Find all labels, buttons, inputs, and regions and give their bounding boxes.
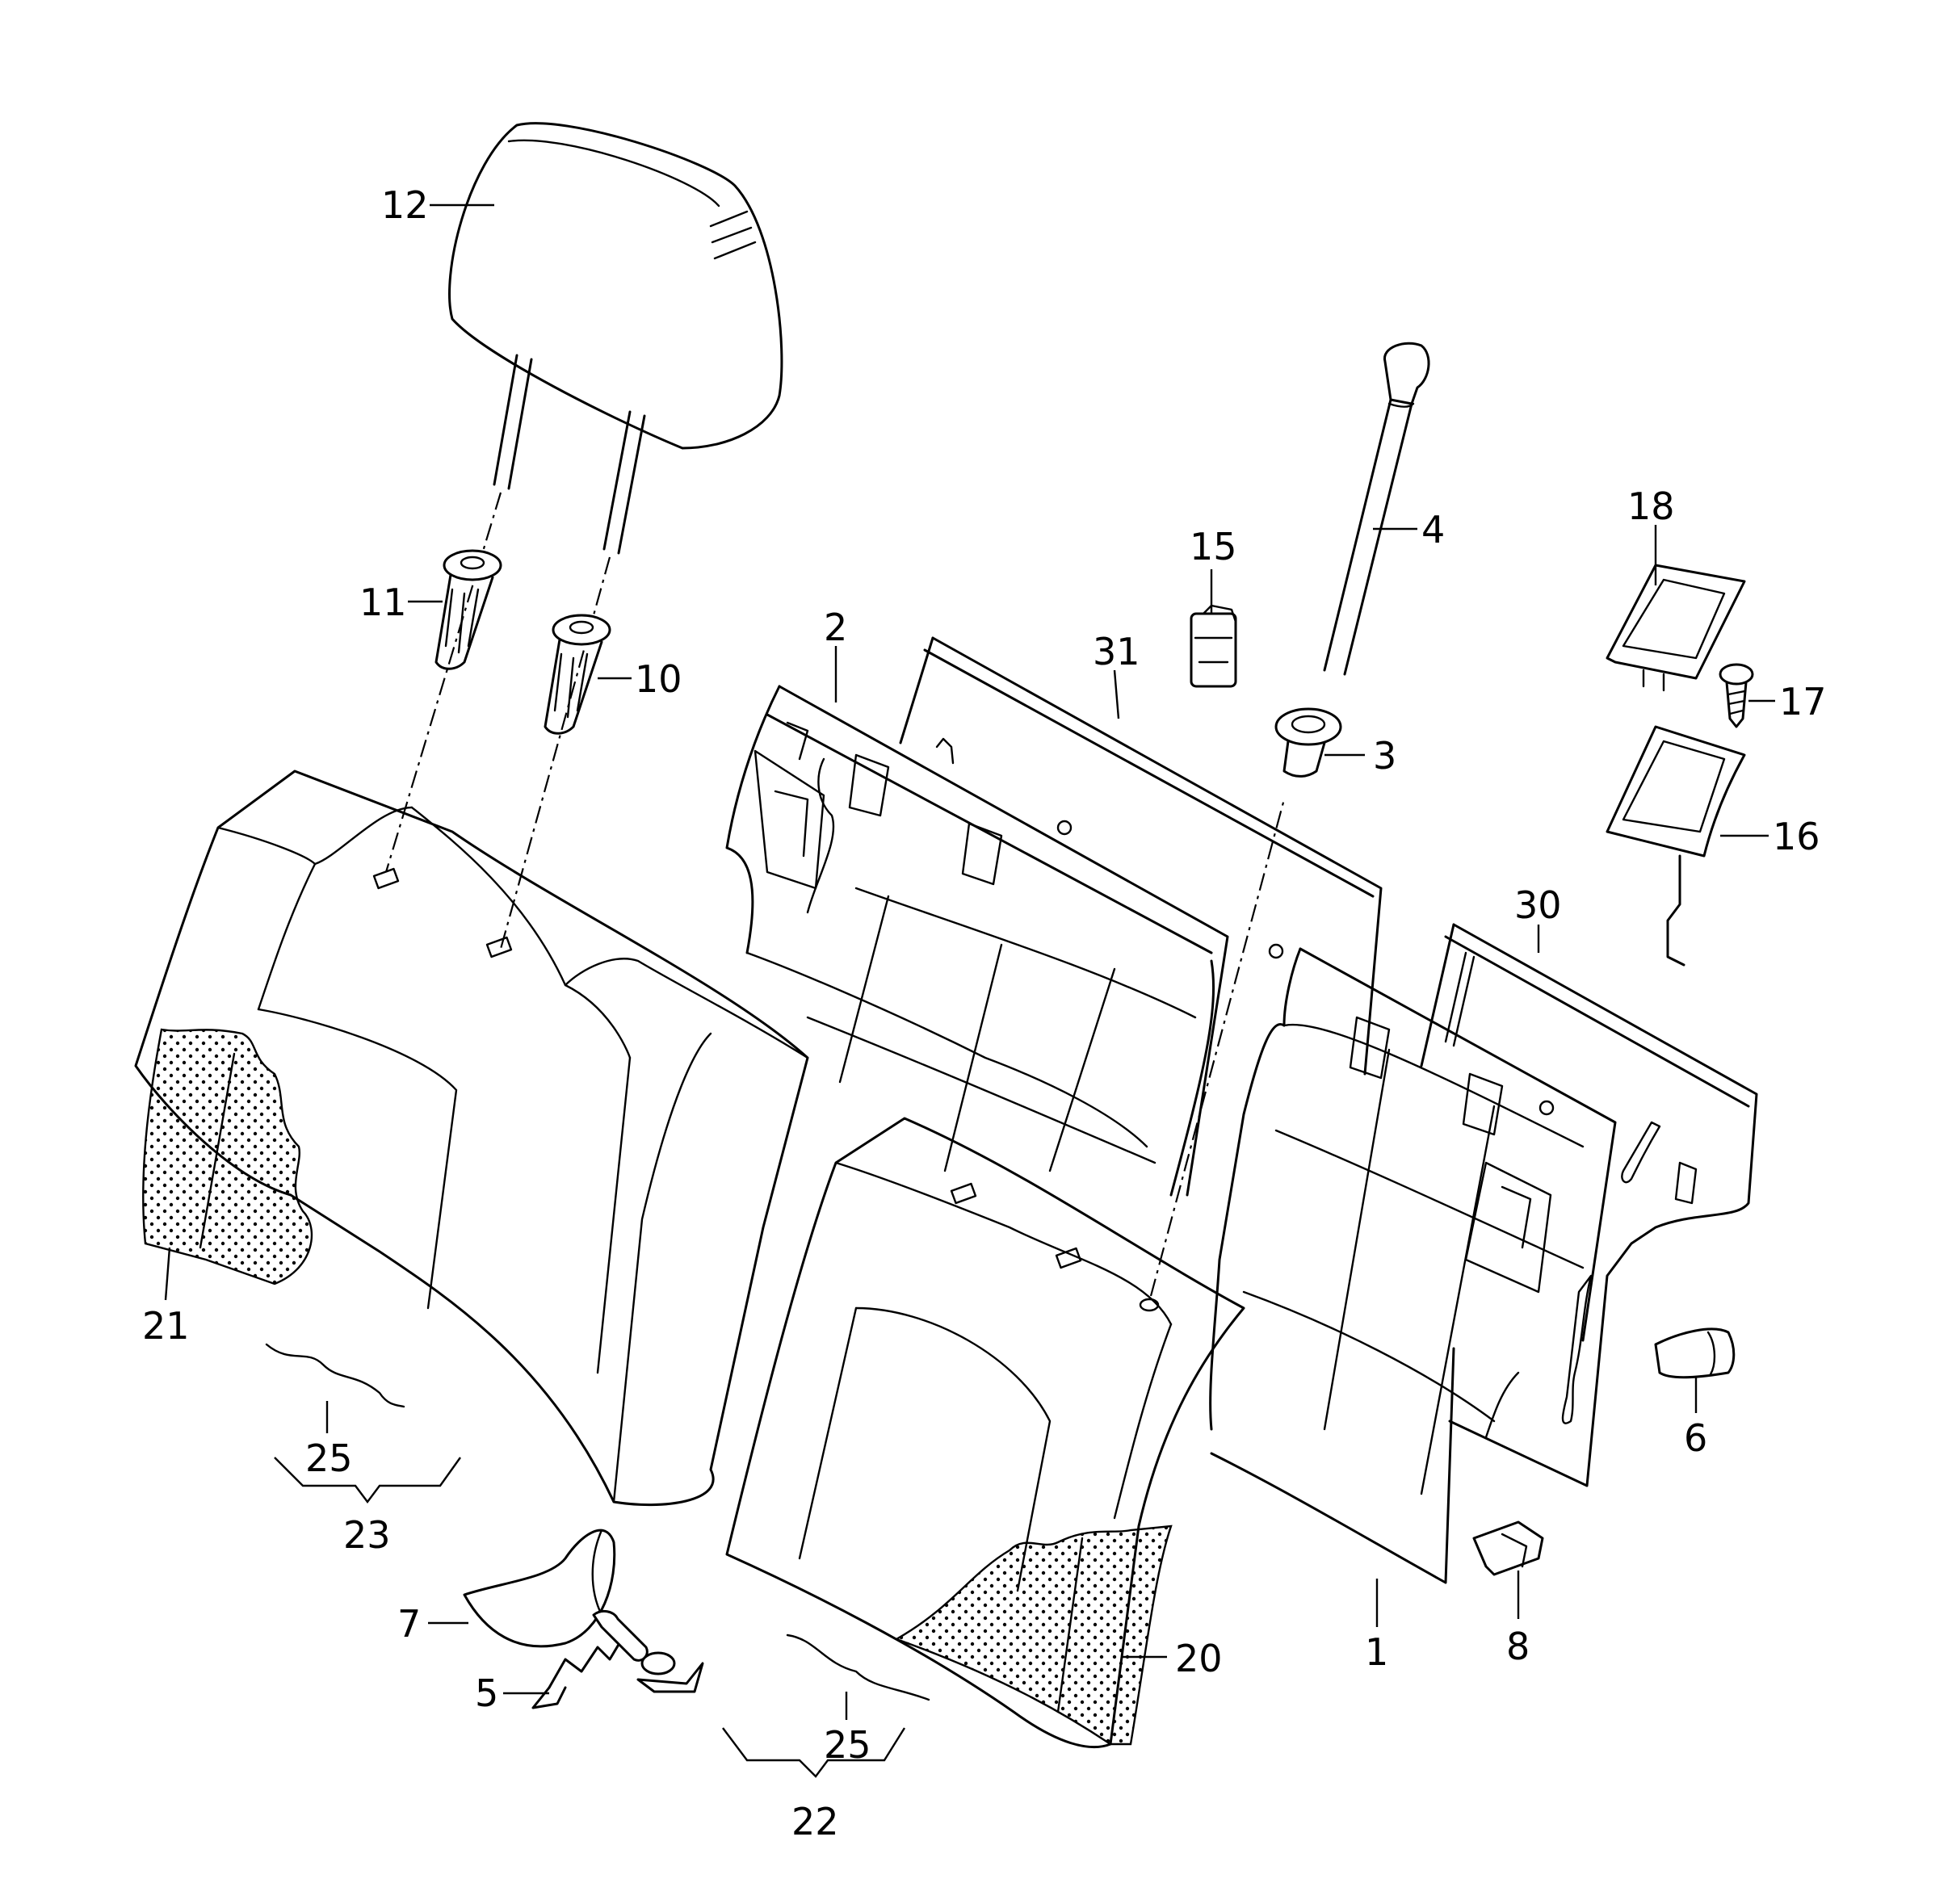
callout-20: 20 (1175, 1637, 1223, 1680)
callout-5: 5 (475, 1671, 498, 1715)
callout-2: 2 (824, 606, 847, 649)
callout-labels: 12 11 10 2 31 15 4 3 18 17 16 30 6 8 1 2… (142, 183, 1827, 1843)
grommet-part (1274, 707, 1342, 778)
bracket-cover-part (1606, 564, 1746, 692)
latch-part (531, 1609, 704, 1709)
callout-15: 15 (1190, 525, 1237, 568)
left-backrest-part (134, 770, 809, 1507)
callout-22: 22 (791, 1800, 839, 1843)
clip-part (1190, 604, 1237, 688)
callout-3: 3 (1373, 734, 1396, 778)
retaining-clip-part (1472, 1520, 1544, 1576)
backrest-panel-small-part (1420, 923, 1758, 1487)
group-bracket-22 (722, 1727, 906, 1778)
small-backrest-frame-part (1209, 947, 1617, 1584)
callout-12: 12 (381, 183, 429, 227)
callout-25-right: 25 (824, 1723, 871, 1767)
callout-4: 4 (1421, 508, 1445, 551)
large-backrest-frame-part (725, 685, 1229, 1197)
callout-1: 1 (1365, 1630, 1388, 1674)
backrest-panel-large-part (899, 636, 1383, 1076)
screw-part (1719, 663, 1754, 728)
callout-16: 16 (1773, 815, 1820, 858)
group-bracket-23 (274, 1457, 461, 1503)
leader-lines (164, 203, 1775, 1720)
callout-10: 10 (635, 657, 682, 701)
right-backrest-part (725, 799, 1286, 1749)
callout-23: 23 (343, 1513, 391, 1557)
callout-31: 31 (1093, 630, 1140, 673)
callout-6: 6 (1684, 1416, 1707, 1460)
bracket-part (1606, 725, 1746, 967)
callout-25-left: 25 (305, 1436, 353, 1480)
seam-profile-part (265, 1343, 930, 1701)
callout-11: 11 (359, 581, 407, 624)
end-cap-part (1654, 1327, 1736, 1379)
callout-8: 8 (1506, 1625, 1530, 1668)
callout-18: 18 (1627, 484, 1675, 528)
callout-30: 30 (1514, 883, 1562, 927)
headrest-part (384, 122, 783, 950)
callout-17: 17 (1779, 680, 1827, 723)
headrest-guide-part (434, 549, 611, 735)
trim-cover-part (463, 1529, 616, 1648)
callout-21: 21 (142, 1304, 190, 1348)
callout-7: 7 (397, 1602, 421, 1646)
grab-rod-part (1323, 342, 1430, 676)
